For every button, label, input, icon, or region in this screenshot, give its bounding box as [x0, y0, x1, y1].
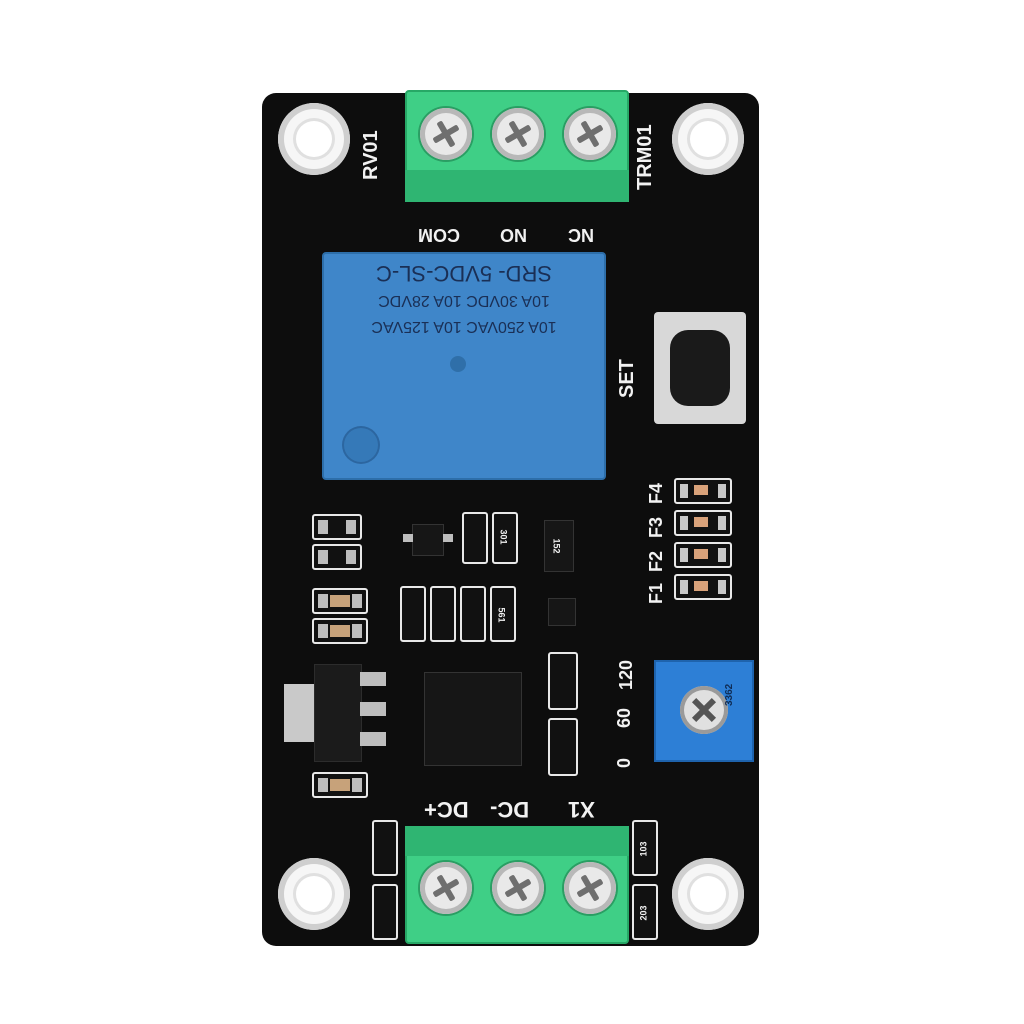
mounting-hole-top-left	[278, 103, 350, 175]
pot-scale-120: 120	[616, 659, 636, 690]
smd-capacitor-1	[312, 588, 368, 614]
screw-terminal-dc-plus	[420, 862, 472, 914]
screw-terminal-no	[492, 108, 544, 160]
smd-cap-vertical-1	[548, 652, 578, 710]
led-label-f4: F4	[646, 482, 666, 504]
bottom-terminal-top	[405, 826, 629, 856]
led-f1	[674, 574, 732, 600]
trm01-label: TRM01	[634, 124, 656, 190]
smd-resistor-561: 561	[490, 586, 516, 642]
smd-capacitor-3	[312, 772, 368, 798]
smd-cap-5	[430, 586, 456, 642]
code-561: 561	[496, 607, 507, 623]
smd-cap-bottom-left-1	[372, 820, 398, 876]
dc-minus-label: DC-	[490, 797, 530, 822]
mounting-hole-bottom-left	[278, 858, 350, 930]
transistor	[403, 524, 453, 556]
screw-terminal-dc-minus	[492, 862, 544, 914]
x1-label: X1	[568, 797, 595, 822]
smd-resistor-2	[312, 544, 362, 570]
pot-marking: 3362	[724, 683, 735, 706]
led-f3	[674, 510, 732, 536]
regulator-pin-1	[360, 672, 386, 686]
terminal-label-no: NO	[500, 225, 527, 245]
led-label-f2: F2	[646, 550, 666, 572]
dc-plus-label: DC+	[424, 797, 469, 822]
screw-terminal-x1	[564, 862, 616, 914]
pot-scale-0: 0	[614, 757, 634, 768]
top-terminal-base	[405, 170, 629, 202]
led-label-f3: F3	[646, 516, 666, 538]
led-f4	[674, 478, 732, 504]
led-f2	[674, 542, 732, 568]
small-transistor	[548, 598, 576, 626]
smd-cap-bottom-left-2	[372, 884, 398, 940]
relay-model-text: SRD- 5VDC-SL-C	[375, 261, 553, 286]
regulator-pin-3	[360, 732, 386, 746]
code-152: 152	[551, 538, 562, 554]
screw-terminal-com	[420, 108, 472, 160]
led-label-f1: F1	[646, 582, 666, 604]
voltage-regulator	[314, 664, 362, 762]
smd-cap-4	[400, 586, 426, 642]
smd-resistor-301: 301	[492, 512, 518, 564]
set-button[interactable]	[670, 330, 730, 406]
smd-resistor-1	[312, 514, 362, 540]
screw-terminal-nc	[564, 108, 616, 160]
regulator-pin-2	[360, 702, 386, 716]
pot-scale-60: 60	[614, 707, 634, 728]
code-301: 301	[498, 529, 509, 545]
smd-resistor-103: 103	[632, 820, 658, 876]
relay-marker	[344, 428, 378, 462]
rv01-label: RV01	[360, 130, 382, 180]
smd-resistor-203: 203	[632, 884, 658, 940]
mounting-hole-bottom-right	[672, 858, 744, 930]
code-103: 103	[638, 841, 649, 857]
relay-rating-dc: 10A 30VDC 10A 28VDC	[378, 292, 550, 309]
relay-rating-ac: 10A 250VAC 10A 125VAC	[371, 318, 557, 335]
terminal-label-com: COM	[418, 225, 460, 245]
code-203: 203	[638, 905, 649, 921]
potentiometer-knob[interactable]	[680, 686, 728, 734]
set-label: SET	[616, 359, 638, 398]
smd-cap-vertical-2	[548, 718, 578, 776]
smd-chip-152: 152	[544, 520, 574, 572]
regulator-tab	[284, 684, 314, 742]
mounting-hole-top-right	[672, 103, 744, 175]
smd-capacitor-2	[312, 618, 368, 644]
terminal-label-nc: NC	[568, 225, 594, 245]
smd-led-small	[462, 512, 488, 564]
smd-cap-6	[460, 586, 486, 642]
relay-dot	[450, 356, 466, 372]
main-ic-chip	[424, 672, 522, 766]
